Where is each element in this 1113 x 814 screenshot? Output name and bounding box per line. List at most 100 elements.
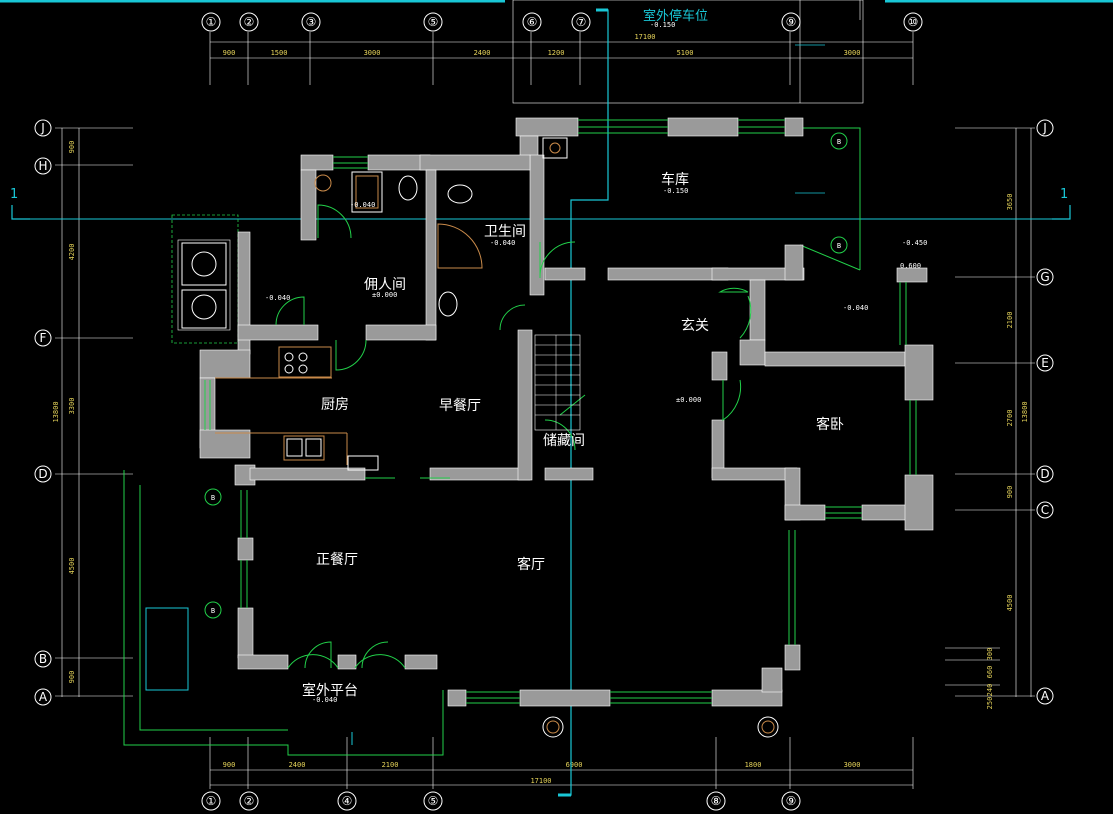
grid-bubble-top-6: ⑥ xyxy=(522,12,542,32)
grid-bubble-bottom-2: ② xyxy=(239,791,259,811)
outdoor-parking-outline xyxy=(512,0,864,104)
grid-bubble-bottom-8: ⑧ xyxy=(706,791,726,811)
svg-text:⑥: ⑥ xyxy=(527,15,538,29)
room-labels: 车库 卫生间 佣人间 玄关 厨房 早餐厅 储藏间 客卧 正餐厅 客厅 室外平台 xyxy=(302,171,844,699)
level-east-court-2: 0.600 xyxy=(900,262,921,270)
svg-text:B: B xyxy=(837,242,841,250)
bottom-dimension-chain: 900 2400 2100 6900 1800 3000 17100 xyxy=(209,737,914,789)
dim-right-small-1: 300 xyxy=(986,648,994,661)
dim-right-small-2: 660 xyxy=(986,666,994,679)
svg-text:J: J xyxy=(1042,121,1047,135)
dim-top-6: 5100 xyxy=(677,49,694,57)
dim-top-3: 3000 xyxy=(364,49,381,57)
dim-bottom-3: 2100 xyxy=(382,761,399,769)
svg-text:⑨: ⑨ xyxy=(786,15,797,29)
dim-top-2: 1500 xyxy=(271,49,288,57)
level-garage: -0.150 xyxy=(663,187,688,195)
section-mark-left: 1 xyxy=(10,187,18,202)
svg-text:B: B xyxy=(39,652,47,666)
dim-bottom-4: 6900 xyxy=(566,761,583,769)
level-parking: -0.150 xyxy=(650,21,675,29)
room-label-storage: 储藏间 xyxy=(543,433,585,449)
svg-text:D: D xyxy=(38,467,47,481)
svg-text:①: ① xyxy=(206,15,217,29)
level-main: ±0.000 xyxy=(676,396,701,404)
grid-bubble-left-F: F xyxy=(34,329,52,347)
dim-bottom-5: 1800 xyxy=(745,761,762,769)
svg-text:④: ④ xyxy=(342,794,353,808)
level-east-court: -0.450 xyxy=(902,239,927,247)
grid-bubble-top-1: ① xyxy=(201,12,221,32)
grid-bubble-bottom-5: ⑤ xyxy=(423,791,443,811)
svg-text:B: B xyxy=(211,494,215,502)
direction-arrows xyxy=(795,44,825,194)
svg-text:⑤: ⑤ xyxy=(428,15,439,29)
fixtures xyxy=(181,137,779,745)
dim-left-2: 4200 xyxy=(68,244,76,261)
level-servant-bath: -0.040 xyxy=(350,201,375,209)
bottom-grid-bubbles: ① ② ④ ⑤ ⑧ ⑨ xyxy=(201,791,801,811)
level-marks: -0.150 -0.040 -0.040 ±0.000 -0.040 -0.45… xyxy=(265,187,927,704)
dim-bottom-2: 2400 xyxy=(289,761,306,769)
room-label-guest-bedroom: 客卧 xyxy=(816,416,844,433)
grid-bubble-bottom-4: ④ xyxy=(337,791,357,811)
section-mark-right: 1 xyxy=(1060,187,1068,202)
dim-left-total: 13800 xyxy=(52,401,60,422)
section-tags: B B B B xyxy=(204,132,848,619)
grid-bubble-top-2: ② xyxy=(239,12,259,32)
room-label-terrace: 室外平台 xyxy=(302,682,358,699)
room-label-foyer: 玄关 xyxy=(681,317,709,334)
room-label-breakfast: 早餐厅 xyxy=(439,398,481,414)
svg-text:E: E xyxy=(1041,356,1049,370)
top-dimension-chain: 900 1500 3000 2400 1200 5100 3000 17100 xyxy=(209,32,914,85)
dim-right-5: 4500 xyxy=(1006,595,1014,612)
grid-bubble-top-5: ⑤ xyxy=(423,12,443,32)
stairs xyxy=(534,334,581,431)
grid-bubble-right-E: E xyxy=(1036,354,1054,372)
grid-bubble-top-10: ⑩ xyxy=(903,12,923,32)
dim-bottom-total: 17100 xyxy=(530,777,551,785)
grid-bubble-top-9: ⑨ xyxy=(781,12,801,32)
svg-text:F: F xyxy=(40,331,47,345)
svg-text:A: A xyxy=(39,690,48,704)
svg-text:⑨: ⑨ xyxy=(786,794,797,808)
grid-bubble-bottom-1: ① xyxy=(201,791,221,811)
level-west-yard: -0.040 xyxy=(265,294,290,302)
windows xyxy=(204,119,917,704)
dim-top-1: 900 xyxy=(223,49,236,57)
svg-text:⑩: ⑩ xyxy=(908,15,919,29)
room-label-garage: 车库 xyxy=(661,171,689,188)
dim-top-4: 2400 xyxy=(474,49,491,57)
room-label-living: 客厅 xyxy=(517,556,545,573)
right-dimension-chain: 3650 2100 2700 900 4500 13800 300 660 24… xyxy=(945,127,1035,710)
right-grid-bubbles: J G E D C A xyxy=(1036,119,1054,705)
svg-text:①: ① xyxy=(206,794,217,808)
svg-text:⑧: ⑧ xyxy=(711,794,722,808)
grid-bubble-left-J: J xyxy=(34,119,52,137)
dim-bottom-6: 3000 xyxy=(844,761,861,769)
svg-text:H: H xyxy=(38,159,47,173)
dim-right-total: 13800 xyxy=(1021,401,1029,422)
grid-bubble-left-A: A xyxy=(34,688,52,706)
room-label-bathroom: 卫生间 xyxy=(484,224,526,240)
level-terrace: -0.040 xyxy=(312,696,337,704)
dim-top-total: 17100 xyxy=(634,33,655,41)
dim-right-3: 2700 xyxy=(1006,410,1014,427)
dim-right-small-4: 250 xyxy=(986,697,994,710)
dim-top-7: 3000 xyxy=(844,49,861,57)
svg-text:⑤: ⑤ xyxy=(428,794,439,808)
grid-bubble-right-C: C xyxy=(1036,501,1054,519)
doors xyxy=(275,204,752,669)
grid-bubble-right-D: D xyxy=(1036,465,1054,483)
svg-text:③: ③ xyxy=(306,15,317,29)
svg-text:⑦: ⑦ xyxy=(576,15,587,29)
dim-left-5: 900 xyxy=(68,671,76,684)
dim-right-small-3: 240 xyxy=(986,684,994,697)
grid-bubble-right-A: A xyxy=(1036,687,1054,705)
svg-text:B: B xyxy=(837,138,841,146)
section-tag-2: B xyxy=(830,236,848,254)
room-label-servant: 佣人间 xyxy=(364,277,406,293)
dim-top-5: 1200 xyxy=(548,49,565,57)
room-label-outdoor-parking: 室外停车位 xyxy=(643,8,708,24)
